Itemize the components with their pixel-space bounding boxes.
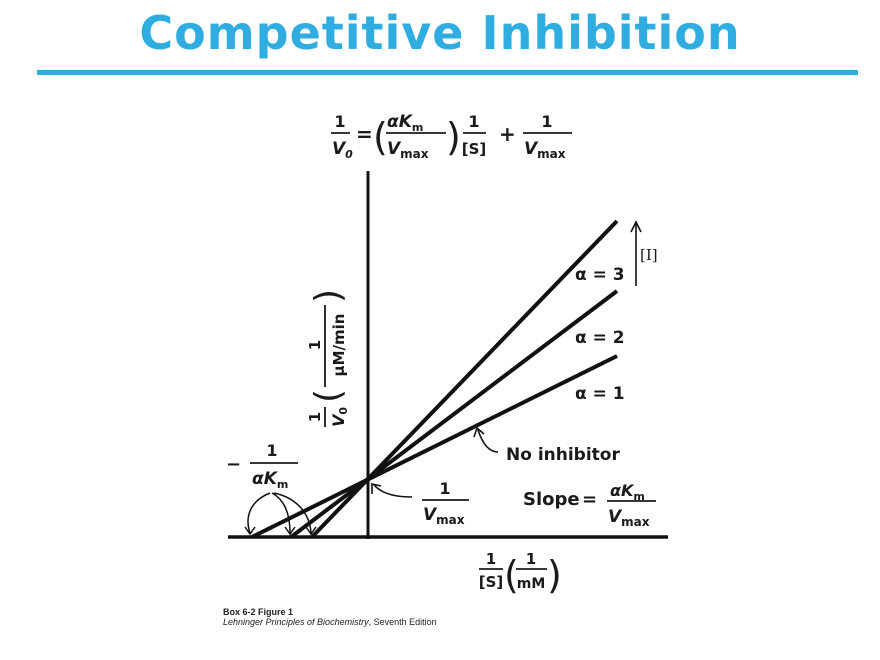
no-inhibitor-arrow <box>477 429 499 453</box>
svg-text:(: ( <box>308 389 349 403</box>
svg-text:=: = <box>356 122 373 146</box>
book-title: Lehninger Principles of Biochemistry <box>223 617 369 627</box>
svg-text:): ) <box>308 289 349 303</box>
alpha-2-label: α = 2 <box>575 328 625 348</box>
svg-text:1: 1 <box>468 112 479 131</box>
svg-text:Vmax: Vmax <box>524 139 566 161</box>
y-axis-label: 1 V0 ( 1 μM/min ) <box>306 289 350 427</box>
alpha-1-label: α = 1 <box>575 384 625 404</box>
page-title: Competitive Inhibition <box>139 6 741 60</box>
book-edition: , Seventh Edition <box>368 617 437 627</box>
svg-text:(: ( <box>373 115 388 159</box>
y-intercept-arrow <box>373 484 413 498</box>
equation: 1 V0 = ( αKm Vmax ) 1 [S] + 1 Vmax <box>331 112 572 161</box>
line-alpha-3 <box>310 219 619 539</box>
figure-id: Box 6-2 Figure 1 <box>223 607 294 617</box>
no-inhibitor-label: No inhibitor <box>506 445 620 465</box>
svg-text:−: − <box>226 454 241 475</box>
svg-text:αKm: αKm <box>610 481 645 503</box>
svg-text:Vmax: Vmax <box>387 139 429 161</box>
svg-text:1: 1 <box>334 112 345 131</box>
svg-text:1: 1 <box>486 550 496 568</box>
inhibitor-label: [I] <box>640 246 658 264</box>
title-underline <box>37 70 858 75</box>
svg-text:[S]: [S] <box>479 573 504 591</box>
alpha-3-label: α = 3 <box>575 265 625 285</box>
svg-text:V0: V0 <box>329 407 350 427</box>
svg-text:): ) <box>547 553 562 597</box>
svg-text:Slope: Slope <box>523 489 580 510</box>
x-intercept-arrows <box>244 492 317 536</box>
svg-text:Vmax: Vmax <box>608 507 650 529</box>
line-alpha-2 <box>289 289 619 539</box>
svg-text:αKm: αKm <box>252 469 288 491</box>
figure-caption: Box 6-2 Figure 1 Lehninger Principles of… <box>223 607 437 627</box>
x-intercept-label: − 1 αKm <box>226 441 298 491</box>
x-axis-label: 1 [S] ( 1 mM ) <box>479 550 562 597</box>
figure-source: Lehninger Principles of Biochemistry, Se… <box>223 617 437 627</box>
svg-text:αKm: αKm <box>387 112 423 134</box>
y-intercept-label: 1 Vmax <box>422 479 469 527</box>
svg-text:+: + <box>499 122 516 146</box>
svg-text:): ) <box>446 115 461 159</box>
line-alpha-1 <box>251 354 618 539</box>
svg-text:1: 1 <box>266 441 277 460</box>
svg-text:1: 1 <box>526 550 536 568</box>
svg-text:[S]: [S] <box>462 140 487 158</box>
svg-text:1: 1 <box>306 340 324 350</box>
svg-text:V0: V0 <box>332 139 353 161</box>
svg-text:μM/min: μM/min <box>330 314 348 377</box>
slope-label: Slope = αKm Vmax <box>523 481 656 529</box>
svg-text:mM: mM <box>517 576 546 592</box>
svg-text:1: 1 <box>439 479 450 498</box>
svg-text:Vmax: Vmax <box>423 505 465 527</box>
svg-text:1: 1 <box>541 112 552 131</box>
svg-text:1: 1 <box>306 412 324 422</box>
svg-text:(: ( <box>504 553 519 597</box>
svg-text:=: = <box>582 489 597 510</box>
